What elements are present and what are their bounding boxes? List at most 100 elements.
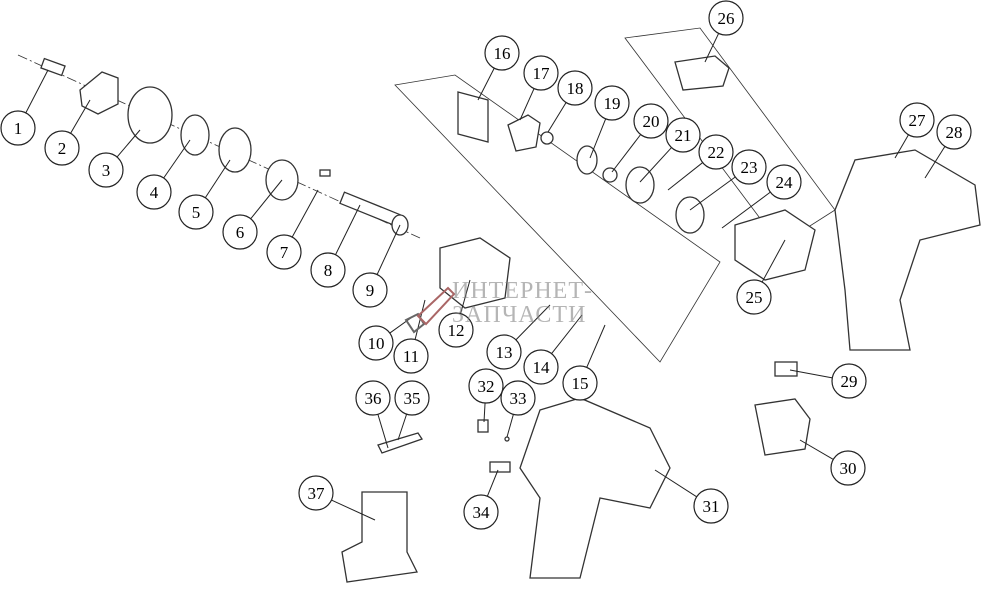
callout-8: 8 [310, 204, 361, 288]
callout-circle [44, 130, 80, 166]
callout-number: 29 [841, 372, 858, 391]
callout-circle [486, 334, 522, 370]
callout-circle [698, 134, 734, 170]
callout-26: 26 [704, 0, 744, 63]
leader-line [799, 439, 834, 460]
callout-number: 20 [643, 112, 660, 131]
callout-number: 19 [604, 94, 621, 113]
callout-37: 37 [298, 475, 376, 521]
leader-line [667, 162, 703, 191]
part-sleeve [127, 86, 173, 144]
callout-number: 2 [58, 139, 67, 158]
callout-16: 16 [477, 35, 520, 101]
callout-circle [468, 368, 504, 404]
callout-number: 4 [150, 183, 159, 202]
leader-line [789, 369, 833, 379]
leader-line [506, 414, 514, 438]
callout-number: 27 [909, 111, 927, 130]
callout-23: 23 [689, 149, 767, 211]
callout-18: 18 [547, 70, 593, 133]
callout-24: 24 [721, 164, 802, 229]
callout-circle [693, 488, 729, 524]
callout-number: 1 [14, 119, 23, 138]
callout-14: 14 [523, 314, 583, 385]
callout-circle [310, 252, 346, 288]
callout-number: 30 [840, 459, 857, 478]
callout-number: 10 [368, 334, 385, 353]
callout-number: 31 [703, 497, 720, 516]
callout-circle [463, 494, 499, 530]
leader-line [477, 67, 495, 101]
callout-number: 11 [403, 347, 419, 366]
leader-line [689, 176, 736, 211]
part-motor-plate [675, 196, 705, 234]
callout-circle [358, 325, 394, 361]
callout-27: 27 [894, 102, 935, 159]
callout-number: 18 [567, 79, 584, 98]
callout-number: 5 [192, 203, 201, 222]
callout-2: 2 [44, 99, 91, 166]
callout-circle [766, 164, 802, 200]
callout-circle [557, 70, 593, 106]
part-gear-housing [439, 237, 511, 309]
leader-line [204, 159, 231, 199]
callout-number: 15 [572, 374, 589, 393]
callout-circle [352, 272, 388, 308]
callout-circle [665, 117, 701, 153]
callout-circle [0, 110, 36, 146]
part-small-screw [504, 436, 510, 442]
leader-line [515, 304, 551, 341]
callout-circle [523, 349, 559, 385]
gearbox-box [394, 74, 721, 363]
part-ring-gear [457, 91, 489, 143]
leader-line [721, 191, 771, 229]
callout-29: 29 [789, 363, 867, 399]
callout-11: 11 [393, 299, 429, 374]
leader-line [486, 469, 499, 497]
callout-circle [899, 102, 935, 138]
callout-number: 9 [366, 281, 375, 300]
leader-line [163, 139, 191, 179]
leader-line [250, 179, 283, 220]
callout-6: 6 [222, 179, 283, 250]
parts [40, 55, 981, 583]
callout-circle [936, 114, 972, 150]
callout-number: 16 [494, 44, 511, 63]
callout-20: 20 [611, 103, 669, 173]
callout-circle [830, 450, 866, 486]
callout-number: 35 [404, 389, 421, 408]
callout-1: 1 [0, 69, 49, 146]
leader-line [551, 314, 583, 354]
callout-36: 36 [355, 380, 391, 449]
part-housing-half [834, 149, 981, 351]
callout-circle [708, 0, 744, 36]
callout-33: 33 [500, 380, 536, 438]
part-ring [180, 114, 210, 156]
callout-circle [523, 55, 559, 91]
callout-circle [393, 338, 429, 374]
callout-number: 6 [236, 223, 245, 242]
part-spindle [339, 191, 401, 227]
part-clip [477, 419, 489, 433]
part-pins [319, 169, 331, 177]
callout-10: 10 [358, 314, 416, 361]
callout-34: 34 [463, 469, 499, 530]
callout-circle [633, 103, 669, 139]
leader-line [291, 189, 319, 238]
leader-line [397, 413, 408, 441]
part-switch-lever [774, 361, 798, 377]
callout-4: 4 [136, 139, 191, 210]
callout-12: 12 [438, 279, 474, 348]
callout-number: 33 [510, 389, 527, 408]
leader-line [894, 134, 909, 159]
part-switch [754, 398, 811, 456]
callout-circle [355, 380, 391, 416]
callout-number: 8 [324, 261, 333, 280]
leader-line [331, 499, 376, 521]
part-battery [341, 491, 418, 583]
callout-28: 28 [924, 114, 972, 179]
callout-number: 12 [448, 321, 465, 340]
leader-line [376, 224, 401, 275]
callout-circle [562, 365, 598, 401]
